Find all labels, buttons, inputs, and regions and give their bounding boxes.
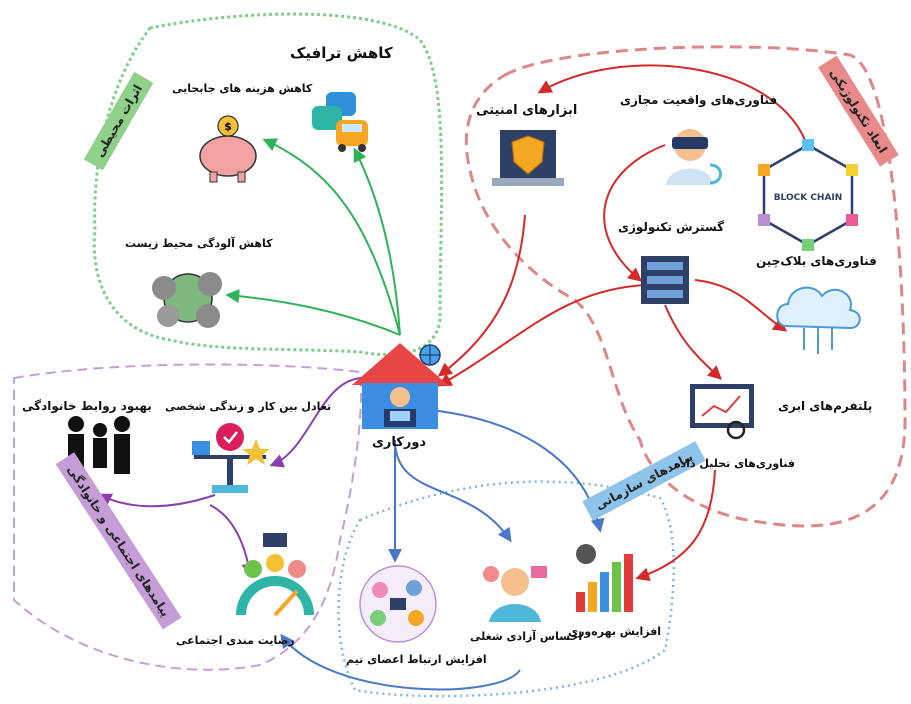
vr-label: فناوری‌های واقعیت مجازی <box>620 93 778 107</box>
arrow-to-pollution <box>225 289 401 336</box>
social-boundary <box>13 363 362 671</box>
blockchain-label: فناوری‌های بلاک‌چین <box>756 254 877 268</box>
shield-laptop-icon <box>492 130 564 186</box>
organizational-boundary <box>337 480 675 698</box>
work-life-label: تعادل بین کار و زندگی شخصی <box>165 400 332 413</box>
satisfaction-gauge-icon <box>236 533 314 617</box>
analytics-icon <box>690 384 754 440</box>
arrow-to-travel-cost <box>262 138 401 336</box>
traffic-label: کاهش ترافیک <box>290 44 393 62</box>
arrow-expansion-to-cloud <box>694 279 788 332</box>
cloud-icon <box>776 286 861 354</box>
analytics-label: فناوری‌های تحلیل داده <box>674 457 795 470</box>
team-network-icon <box>359 565 437 643</box>
travel-cost-label: کاهش هزینه های جابجایی <box>172 82 313 95</box>
polluted-earth-icon <box>152 272 222 328</box>
piggy-bank-icon: $ <box>199 115 257 183</box>
arrow-to-satisfaction <box>209 504 256 578</box>
svg-text:$: $ <box>224 120 232 133</box>
tech-expansion-label: گسترش تکنولوژی <box>618 220 725 234</box>
bar-chart-icon <box>576 544 633 612</box>
center-label: دورکاری <box>372 435 427 450</box>
blockchain-icon <box>758 139 858 251</box>
vr-headset-icon <box>666 129 722 185</box>
team-comm-label: افزایش ارتباط اعضای تیم <box>346 653 487 666</box>
arrow-analytics-to-productivity <box>635 469 716 581</box>
technology-boundary <box>464 45 907 528</box>
cars-icon <box>312 92 368 152</box>
arrow-vr-to-expansion <box>603 144 666 282</box>
arrow-to-productivity-blue <box>429 409 605 533</box>
arrow-expansion-to-analytics <box>664 304 723 380</box>
blockchain-icon-label: BLOCK CHAIN <box>774 193 843 203</box>
arrow-blockchain-to-vr <box>537 64 806 141</box>
server-icon <box>641 256 689 304</box>
balance-scale-icon <box>192 423 270 493</box>
environmental-boundary <box>92 12 444 357</box>
arrow-to-job-freedom <box>394 439 512 543</box>
pollution-label: کاهش آلودگی محیط زیست <box>125 237 273 250</box>
house-laptop-icon <box>352 343 448 429</box>
arrow-to-traffic <box>353 147 401 336</box>
arrow-team-to-satisfaction <box>280 633 521 691</box>
productivity-label: افزایش بهره‌وری <box>568 625 662 638</box>
freedom-person-icon <box>483 566 547 622</box>
job-freedom-label: احساس آزادی شغلی <box>470 630 583 643</box>
arrows <box>97 64 806 691</box>
arrow-security-to-center <box>437 214 526 377</box>
arrow-to-family <box>97 493 216 508</box>
arrow-to-work-life <box>269 377 363 468</box>
social-satisfaction-label: رضایت مندی اجتماعی <box>176 634 295 647</box>
cloud-label: پلتفرم‌های ابری <box>778 399 873 413</box>
family-label: بهبود روابط خانوادگی <box>22 399 152 413</box>
security-tools-label: ابزارهای امنیتی <box>476 103 578 118</box>
arrow-expansion-to-center <box>437 284 646 387</box>
